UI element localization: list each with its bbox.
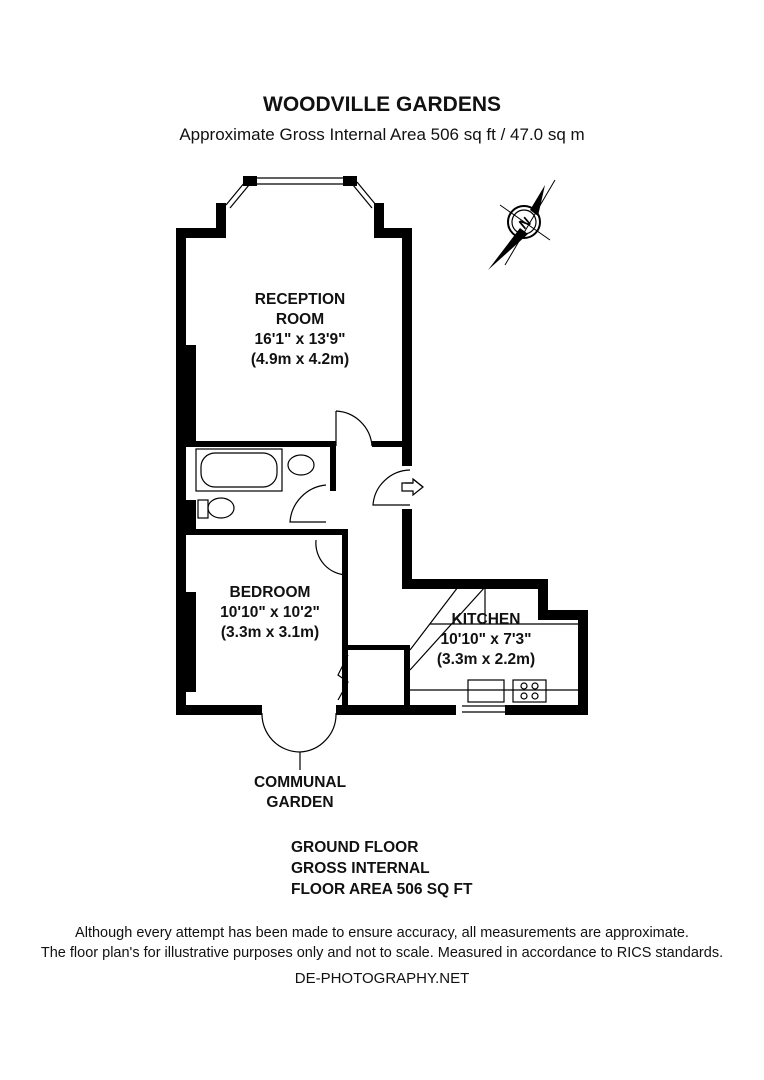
door-bedroom bbox=[315, 539, 349, 576]
floor-area-info: GROUND FLOOR GROSS INTERNAL FLOOR AREA 5… bbox=[291, 837, 472, 900]
garden-doors bbox=[261, 712, 337, 770]
floor-info-line: GROSS INTERNAL bbox=[291, 860, 430, 877]
disclaimer-line: Although every attempt has been made to … bbox=[75, 925, 689, 941]
front-door bbox=[372, 469, 411, 506]
compass-needle-icon bbox=[488, 185, 545, 270]
garden-label-line: COMMUNAL bbox=[253, 774, 347, 791]
floor-info-line: FLOOR AREA 506 SQ FT bbox=[291, 881, 473, 898]
room-dimensions-imperial: 16'1" x 13'9" bbox=[254, 331, 346, 348]
compass-lines bbox=[499, 179, 556, 266]
walls bbox=[176, 176, 588, 715]
fixtures bbox=[195, 177, 578, 770]
room-bedroom: BEDROOM 10'10" x 10'2" (3.3m x 3.1m) bbox=[220, 583, 320, 643]
floor-info-line: GROUND FLOOR bbox=[291, 839, 419, 856]
door-bathroom bbox=[289, 484, 327, 523]
room-kitchen: KITCHEN 10'10" x 7'3" (3.3m x 2.2m) bbox=[437, 610, 535, 670]
window bbox=[257, 177, 343, 185]
room-dimensions-metric: (3.3m x 2.2m) bbox=[436, 651, 536, 668]
room-name: BEDROOM bbox=[229, 584, 311, 601]
room-dimensions-imperial: 10'10" x 10'2" bbox=[220, 604, 320, 621]
plan-title: WOODVILLE GARDENS bbox=[262, 93, 502, 116]
wall-left bbox=[176, 228, 186, 715]
door-reception bbox=[335, 410, 373, 447]
wall-left-thick bbox=[186, 500, 196, 535]
room-dimensions-imperial: 10'10" x 7'3" bbox=[440, 631, 532, 648]
compass-n-label: N bbox=[516, 213, 534, 232]
room-name: RECEPTION bbox=[254, 291, 346, 308]
communal-garden-label: COMMUNAL GARDEN bbox=[254, 773, 346, 813]
wall-left-thick bbox=[186, 592, 196, 692]
window bbox=[225, 181, 250, 209]
website-label: DE-PHOTOGRAPHY.NET bbox=[294, 970, 470, 987]
room-name: KITCHEN bbox=[451, 611, 521, 628]
wall-left-thick bbox=[186, 345, 196, 443]
window bbox=[352, 181, 377, 209]
cupboard-door bbox=[337, 654, 349, 701]
room-reception: RECEPTION ROOM 16'1" x 13'9" (4.9m x 4.2… bbox=[251, 290, 349, 370]
disclaimer-line: The floor plan's for illustrative purpos… bbox=[40, 945, 724, 961]
room-dimensions-metric: (4.9m x 4.2m) bbox=[250, 351, 350, 368]
room-dimensions-metric: (3.3m x 3.1m) bbox=[220, 624, 320, 641]
window bbox=[462, 705, 505, 713]
room-name: ROOM bbox=[275, 311, 325, 328]
garden-label-line: GARDEN bbox=[266, 794, 334, 811]
plan-subtitle: Approximate Gross Internal Area 506 sq f… bbox=[179, 125, 585, 144]
